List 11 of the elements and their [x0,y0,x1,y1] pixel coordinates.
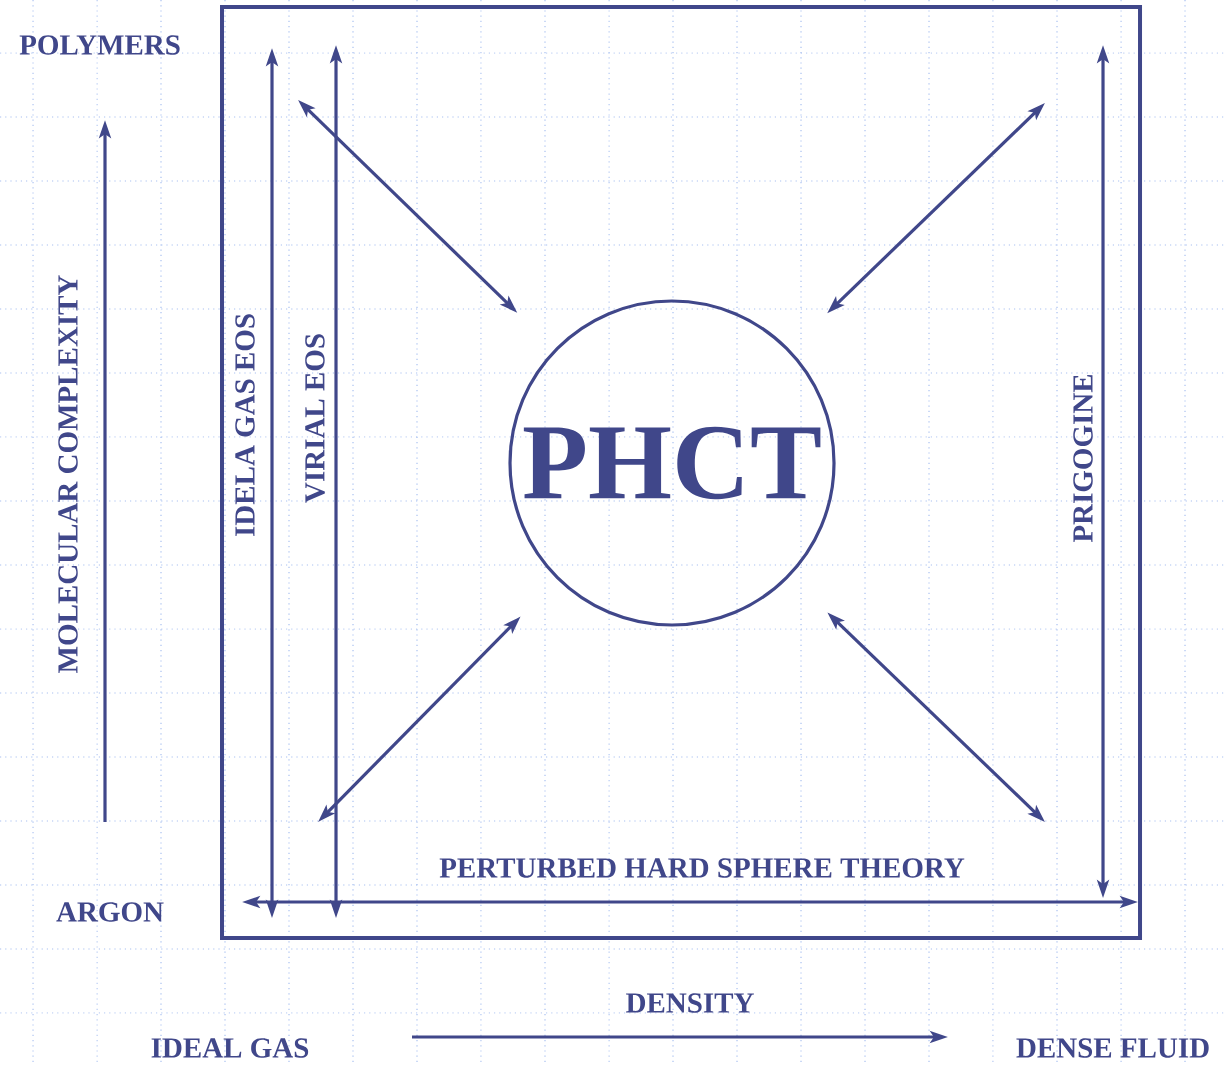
range-label: VIRIAL EOS [305,334,325,503]
frame-box [220,5,1142,940]
axis-label: DENSITY [626,993,754,1013]
range-label: PERTURBED HARD SPHERE THEORY [439,858,965,878]
argon-label: ARGON [56,902,164,922]
polymers-label: POLYMERS [19,35,180,55]
end-label: DENSE FLUID [1016,1038,1209,1058]
range-label: IDELA GAS EOS [235,314,255,537]
range-label: PRIGOGINE [1073,374,1093,543]
end-label: IDEAL GAS [151,1038,309,1058]
axis-label: MOLECULAR COMPLEXITY [58,275,78,673]
